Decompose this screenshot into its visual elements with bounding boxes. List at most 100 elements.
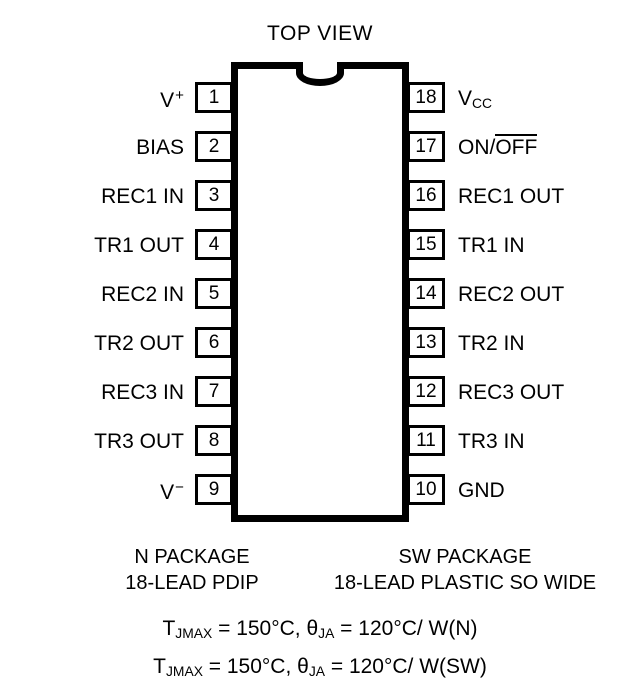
pin-label-text: ON/ <box>458 136 496 159</box>
pin-label-1: V+ <box>160 88 184 111</box>
package-sw-name: SW PACKAGE <box>398 546 532 568</box>
pin-number: 7 <box>208 381 220 402</box>
pin-label-sign: + <box>175 87 184 104</box>
thermal-t-value: = 150°C, <box>212 617 307 640</box>
pin-box-9[interactable]: 9 <box>195 474 233 505</box>
thermal-theta-value: = 120°C/ W(N) <box>334 617 478 640</box>
pin-label-5: REC2 IN <box>101 284 184 305</box>
pin-label-8: TR3 OUT <box>94 431 184 452</box>
thermal-theta-subscript: JA <box>318 625 335 642</box>
pin-label-sign: − <box>175 479 184 496</box>
pin-number: 1 <box>208 87 220 108</box>
pin-label-text: TR1 IN <box>458 234 525 257</box>
pin-label-text: V <box>160 480 175 504</box>
pin-number: 18 <box>415 87 437 108</box>
pin-number: 14 <box>415 283 437 304</box>
pin-box-16[interactable]: 16 <box>407 180 445 211</box>
thermal-theta-symbol: θ <box>297 655 309 679</box>
package-sw: SW PACKAGE 18-LEAD PLASTIC SO WIDE <box>300 544 630 596</box>
pin-label-4: TR1 OUT <box>94 235 184 256</box>
thermal-specs: TJMAX = 150°C, θJA = 120°C/ W(N)TJMAX = … <box>0 612 640 688</box>
pin-box-12[interactable]: 12 <box>407 376 445 407</box>
pin-box-1[interactable]: 1 <box>195 82 233 113</box>
pin-box-5[interactable]: 5 <box>195 278 233 309</box>
pin-number: 12 <box>415 381 437 402</box>
pin-label-text: BIAS <box>136 136 184 159</box>
pin-label-17: ON/OFF <box>458 134 538 159</box>
pin-number: 6 <box>208 332 220 353</box>
pin-label-text: TR2 OUT <box>94 332 184 355</box>
pin-label-text: TR1 OUT <box>94 234 184 257</box>
pin-label-6: TR2 OUT <box>94 333 184 354</box>
pin-label-text: REC3 OUT <box>458 381 565 404</box>
pin-label-text: V <box>458 87 473 110</box>
pin-number: 9 <box>208 479 220 500</box>
pin-label-text: REC3 IN <box>101 381 184 404</box>
thermal-t-subscript: JMAX <box>175 625 213 642</box>
pin-label-3: REC1 IN <box>101 186 184 207</box>
chip-notch-icon <box>296 62 344 86</box>
pin-number: 15 <box>415 234 437 255</box>
pin-box-10[interactable]: 10 <box>407 474 445 505</box>
pin-label-text: V <box>160 88 175 112</box>
pin-label-16: REC1 OUT <box>458 186 564 207</box>
pin-number: 4 <box>208 234 220 255</box>
pin-label-12: REC3 OUT <box>458 382 564 403</box>
pin-label-text: TR3 OUT <box>94 430 184 453</box>
package-n-name: N PACKAGE <box>134 546 250 568</box>
pin-box-7[interactable]: 7 <box>195 376 233 407</box>
pin-label-2: BIAS <box>136 137 184 158</box>
pin-label-text: GND <box>458 479 505 502</box>
pin-number: 13 <box>415 332 437 353</box>
thermal-t-subscript: JMAX <box>165 663 203 680</box>
pin-label-13: TR2 IN <box>458 333 525 354</box>
pin-box-17[interactable]: 17 <box>407 131 445 162</box>
pin-label-text: REC1 IN <box>101 185 184 208</box>
pin-box-8[interactable]: 8 <box>195 425 233 456</box>
pin-label-subscript: CC <box>472 95 493 112</box>
pin-label-9: V− <box>160 480 184 503</box>
pin-number: 5 <box>208 283 220 304</box>
pin-label-15: TR1 IN <box>458 235 525 256</box>
pin-label-10: GND <box>458 480 505 501</box>
package-n-description: 18-LEAD PDIP <box>125 572 259 594</box>
thermal-theta-symbol: θ <box>306 617 319 640</box>
pin-label-18: VCC <box>458 88 492 111</box>
pin-label-11: TR3 IN <box>458 431 525 452</box>
pin-number: 2 <box>208 136 220 157</box>
pin-number: 3 <box>208 185 220 206</box>
pin-box-15[interactable]: 15 <box>407 229 445 260</box>
pin-box-3[interactable]: 3 <box>195 180 233 211</box>
pin-label-overbar: OFF <box>495 134 538 159</box>
pin-number: 16 <box>415 185 437 206</box>
pin-box-18[interactable]: 18 <box>407 82 445 113</box>
package-sw-description: 18-LEAD PLASTIC SO WIDE <box>333 572 597 594</box>
pin-label-text: REC1 OUT <box>458 185 565 208</box>
thermal-line-2: TJMAX = 150°C, θJA = 120°C/ W(SW) <box>0 650 640 688</box>
pin-box-6[interactable]: 6 <box>195 327 233 358</box>
pin-box-4[interactable]: 4 <box>195 229 233 260</box>
pin-box-11[interactable]: 11 <box>407 425 445 456</box>
pin-label-14: REC2 OUT <box>458 284 564 305</box>
pin-box-2[interactable]: 2 <box>195 131 233 162</box>
pin-number: 17 <box>415 136 437 157</box>
pin-box-13[interactable]: 13 <box>407 327 445 358</box>
pin-label-text: REC2 IN <box>101 283 184 306</box>
pin-box-14[interactable]: 14 <box>407 278 445 309</box>
pin-number: 8 <box>208 430 220 451</box>
page-title: TOP VIEW <box>267 22 373 45</box>
pin-label-text: TR2 IN <box>458 332 525 355</box>
pin-number: 10 <box>415 479 437 500</box>
thermal-t-value: = 150°C, <box>202 655 298 679</box>
thermal-t-symbol: T <box>162 617 176 640</box>
thermal-line-1: TJMAX = 150°C, θJA = 120°C/ W(N) <box>0 612 640 650</box>
pin-label-text: TR3 IN <box>458 430 525 453</box>
package-n: N PACKAGE 18-LEAD PDIP <box>42 544 342 596</box>
chip-body-outline <box>231 62 409 522</box>
thermal-theta-subscript: JA <box>308 663 326 680</box>
thermal-theta-value: = 120°C/ W(SW) <box>325 655 487 679</box>
pin-number: 11 <box>416 430 436 451</box>
pin-label-text: REC2 OUT <box>458 283 565 306</box>
thermal-t-symbol: T <box>153 655 166 679</box>
